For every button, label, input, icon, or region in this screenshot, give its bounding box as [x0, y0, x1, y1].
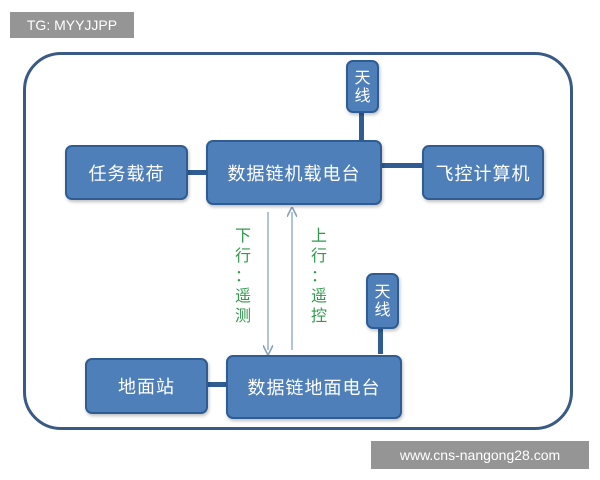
uplink-label: 上 行 ： 遥 控	[308, 226, 330, 326]
watermark-bottom: www.cns-nangong28.com	[371, 441, 589, 469]
connector-ground-station	[208, 382, 228, 387]
node-antenna-ground: 天 线	[366, 273, 399, 329]
uplink-char: 控	[310, 306, 327, 325]
node-airborne-datalink-radio: 数据链机载电台	[206, 140, 382, 205]
node-flight-computer: 飞控计算机	[422, 145, 544, 200]
node-flight-computer-label: 飞控计算机	[435, 163, 531, 185]
node-ground-datalink-label: 数据链地面电台	[247, 378, 381, 399]
connector-payload-airborne	[188, 170, 208, 175]
node-mission-payload: 任务载荷	[65, 145, 188, 200]
node-mission-payload-label: 任务载荷	[88, 163, 165, 185]
downlink-char: 行	[234, 246, 251, 265]
node-airborne-datalink-label: 数据链机载电台	[227, 163, 361, 185]
uplink-char: 上	[310, 226, 327, 245]
downlink-char: 测	[234, 306, 251, 325]
uplink-char: 遥	[310, 286, 327, 305]
node-ground-station: 地面站	[85, 358, 208, 414]
node-ground-datalink-radio: 数据链地面电台	[226, 355, 402, 419]
antenna-ground-char-1: 天	[374, 282, 391, 301]
connector-airborne-flightcomputer	[382, 163, 422, 168]
antenna-air-char-2: 线	[354, 85, 371, 105]
downlink-char: 下	[234, 226, 251, 245]
uplink-char: ：	[310, 266, 327, 285]
node-ground-station-label: 地面站	[118, 377, 175, 398]
downlink-char: ：	[234, 266, 251, 285]
watermark-top: TG: MYYJJPP	[10, 12, 134, 38]
antenna-ground-char-2: 线	[374, 300, 391, 319]
connector-antenna-air	[359, 112, 364, 140]
downlink-label: 下 行 ： 遥 测	[232, 226, 254, 326]
downlink-char: 遥	[234, 286, 251, 305]
uplink-char: 行	[310, 246, 327, 265]
antenna-air-char-1: 天	[354, 67, 371, 87]
connector-antenna-ground	[378, 328, 383, 354]
node-antenna-air: 天 线	[346, 60, 379, 113]
